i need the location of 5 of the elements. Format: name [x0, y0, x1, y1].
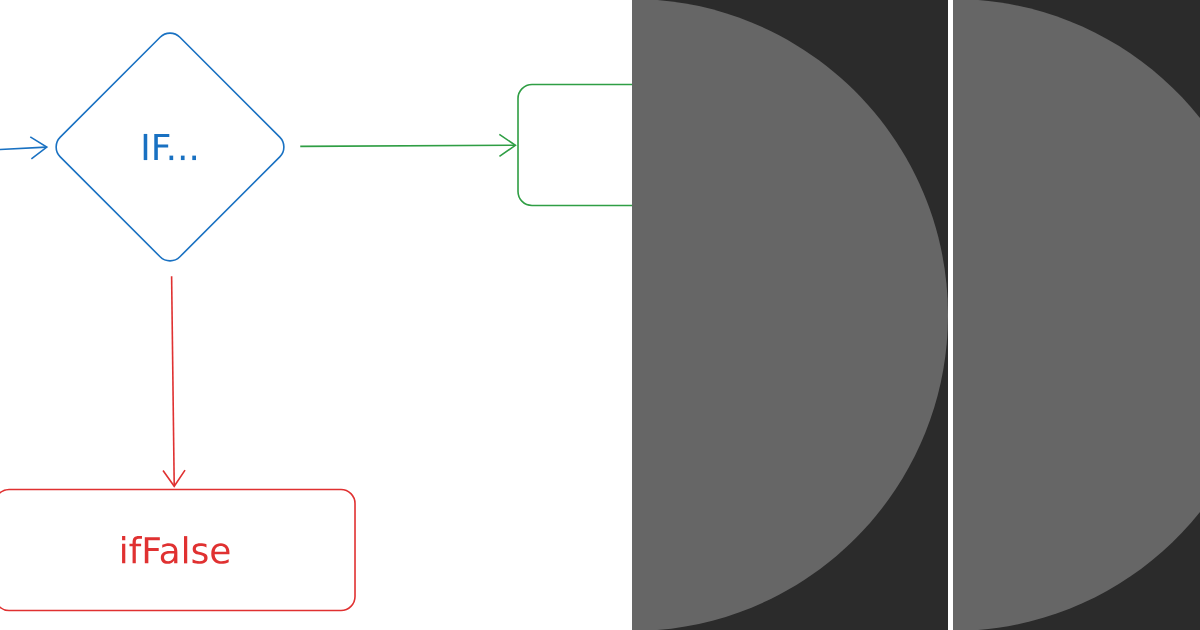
arrow	[0, 136, 49, 160]
arrow	[162, 275, 186, 488]
process-box	[517, 83, 633, 207]
arrow	[299, 133, 517, 158]
process-box: ifFalse	[0, 488, 356, 612]
